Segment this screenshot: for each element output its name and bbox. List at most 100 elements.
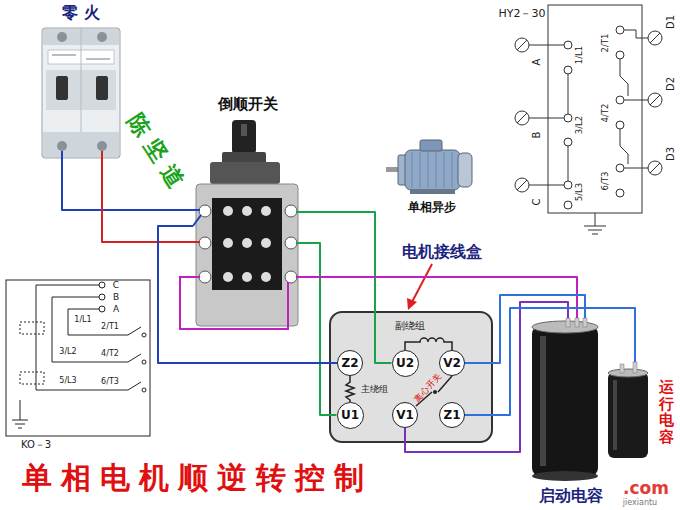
motor-picture-part: [458, 153, 472, 187]
motor-picture-part: [410, 189, 455, 194]
pin-name: 3/L2: [575, 116, 585, 134]
terminal-box-part: [407, 298, 417, 310]
hy2-schematic-part: [517, 40, 527, 50]
start-capacitor-drawing-part: [575, 318, 579, 327]
reversing-switch-drawing-part: [261, 272, 271, 282]
reversing-switch-drawing-part: [223, 272, 233, 282]
motor-picture-part: [452, 152, 453, 188]
ko3-schematic-part: [142, 360, 146, 364]
terminal-circle: V2: [439, 350, 465, 376]
terminal-name: C: [113, 280, 119, 290]
start-capacitor-node: 启动电容: [528, 318, 614, 505]
hy2-schematic-part: [515, 38, 529, 52]
hy2-schematic-part: [564, 66, 572, 74]
circuit-breaker-part: [56, 76, 68, 100]
hy2-schematic-part: [529, 118, 564, 119]
reversing-switch-drawing-part: [199, 237, 211, 249]
terminal-box-part: [405, 338, 452, 350]
terminal-circle: Z1: [439, 402, 465, 428]
terminal-circle: Z2: [337, 350, 363, 376]
start-capacitor-drawing-part: [532, 471, 598, 481]
start-capacitor-drawing-part: [540, 336, 546, 466]
ko3-schematic-part: [12, 400, 28, 428]
ko3-schematic-part: [20, 322, 44, 334]
hy2-schematic-part: [564, 41, 572, 49]
hy2-schematic-part: [548, 5, 642, 213]
ko3-schematic-part: [52, 297, 128, 362]
hy2-schematic-part: [568, 74, 569, 114]
breaker-label: 零 火: [62, 3, 100, 22]
motor-picture-part: [412, 152, 413, 188]
terminal-name: V2: [443, 356, 461, 370]
terminal-name: U2: [396, 356, 414, 370]
circuit-breaker-part: [86, 59, 110, 60]
motor-picture: [386, 140, 472, 194]
capacitor-label: 启动电容: [539, 486, 603, 505]
reversing-switch-drawing-part: [241, 124, 247, 136]
ko3-schematic-part: [142, 388, 146, 392]
terminal-name: Z2: [341, 356, 358, 370]
hy2-schematic-part: [616, 51, 624, 59]
pin-name: 3/L2: [58, 347, 77, 356]
reversing-switch-drawing-part: [242, 272, 252, 282]
circuit-breaker-part: [97, 141, 107, 151]
hy2-schematic-part: [564, 114, 572, 122]
hy2-schematic-part: [624, 100, 648, 101]
wire: [465, 308, 635, 415]
run-capacitor-drawing-part: [633, 362, 637, 373]
terminal-box-part: [433, 390, 437, 394]
circuit-breaker-part: [52, 55, 76, 56]
pin-name: 1/L1: [575, 46, 585, 64]
ko3-schematic-part: [36, 285, 128, 390]
hy2-schematic-part: [564, 138, 572, 146]
hy2-schematic-part: [564, 201, 572, 209]
motor-picture-part: [436, 152, 437, 188]
reversing-switch-drawing-part: [285, 237, 297, 249]
switch-label: 倒顺开关: [218, 95, 278, 113]
ko3-schematic-part: [99, 294, 105, 300]
motor-picture-part: [420, 152, 421, 188]
terminal-name: A: [113, 304, 119, 314]
winding-name: 副绕组: [395, 320, 425, 332]
reversing-switch-drawing-part: [261, 206, 271, 216]
watermark: .com: [623, 479, 669, 499]
ko3-schematic-part: [128, 327, 141, 390]
hy2-schematic-part: [564, 181, 572, 189]
reversing-switch-drawing-part: [285, 205, 297, 217]
reversing-switch-drawing-part: [242, 238, 252, 248]
hy2-schematic-part: [616, 164, 624, 172]
reversing-switch-drawing-part: [223, 238, 233, 248]
hy2-schematic-part: [624, 168, 648, 169]
run-capacitor-drawing-part: [613, 380, 617, 450]
hy2-schematic-part: [515, 178, 529, 192]
wire: [465, 295, 585, 363]
ko3-schematic: [6, 280, 150, 436]
terminal-box-part: [346, 376, 354, 402]
capacitor-label: 运行电容: [659, 379, 674, 445]
hy2-schematic-part: [650, 95, 660, 105]
watermark: 陈坚道: [123, 109, 193, 198]
terminal-circle: V1: [392, 402, 418, 428]
reversing-switch-drawing-part: [180, 277, 288, 329]
hy2-schematic-part: [648, 161, 662, 175]
circuit-breaker-part: [97, 32, 107, 42]
wire: [302, 243, 337, 415]
hy2-schematic-part: [529, 45, 564, 46]
hy2-schematic-part: [616, 96, 624, 104]
terminal-name: B: [113, 292, 119, 302]
motor-picture-part: [420, 140, 442, 151]
hy2-schematic-part: [568, 146, 569, 181]
start-capacitor-drawing-part: [532, 321, 598, 333]
motor-picture-part: [405, 150, 460, 190]
reversing-switch-drawing-part: [296, 276, 302, 278]
run-capacitor-drawing-part: [608, 372, 648, 458]
reversing-switch-drawing-part: [193, 241, 200, 243]
circuit-breaker: [42, 28, 120, 162]
wire: [158, 226, 337, 363]
reversing-switch-drawing-part: [210, 162, 280, 184]
circuit-breaker-part: [96, 76, 108, 100]
hy2-schematic-part: [529, 185, 564, 186]
start-capacitor-drawing-part: [583, 318, 587, 327]
